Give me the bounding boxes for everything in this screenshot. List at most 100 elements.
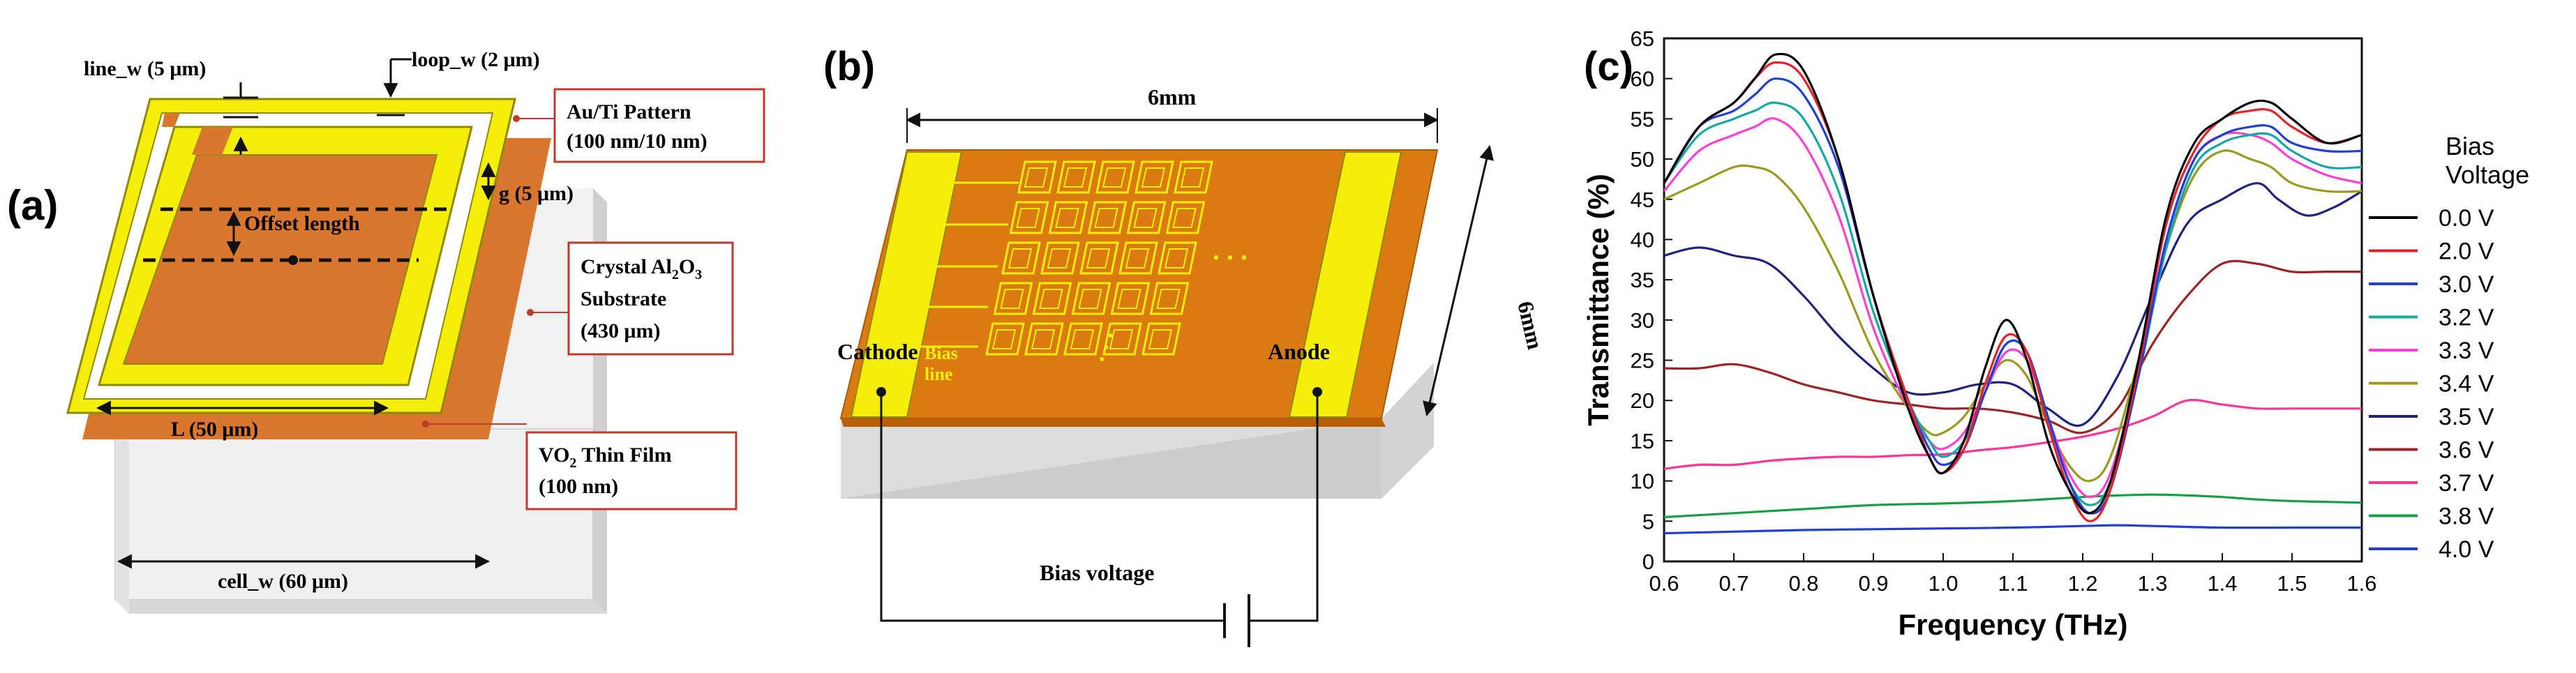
callout-au-line2: (100 nm/10 nm)	[567, 130, 707, 153]
srr-cell	[1024, 322, 1064, 356]
srr-array	[985, 160, 1213, 356]
device-substrate	[841, 363, 1434, 499]
y-tick-label: 5	[1642, 509, 1654, 534]
legend-entry: 3.5 V	[2439, 404, 2494, 430]
legend-entry: 3.4 V	[2439, 371, 2494, 398]
srr-outer-loop	[1009, 201, 1049, 234]
srr-cell	[1079, 241, 1119, 275]
srr-cell	[1048, 201, 1088, 234]
srr-inner-loop	[1117, 289, 1141, 309]
curve-33v	[1663, 117, 2362, 499]
panel-c-label: (c)	[1584, 44, 1633, 89]
srr-inner-loop	[1055, 208, 1079, 228]
x-tick-label: 1.4	[2207, 571, 2237, 596]
x-tick-label: 1.2	[2067, 571, 2097, 596]
srr-cell	[1032, 282, 1072, 315]
anode-electrode	[1288, 151, 1402, 418]
srr-outer-loop	[1063, 322, 1103, 356]
device-figure: (b) . . . . . . Cathode Anode Bias	[823, 44, 1548, 647]
curve-35v	[1663, 182, 2362, 427]
panel-a-unit-cell-schematic: (a) Offset length line_w (5 μm)	[0, 0, 809, 673]
srr-outer-loop	[1102, 322, 1142, 356]
srr-inner-loop	[1024, 167, 1049, 188]
height-dimension-arrow	[1423, 144, 1494, 417]
srr-outer-loop	[1001, 241, 1041, 275]
srr-cell	[1001, 241, 1041, 275]
srr-inner-loop	[1078, 289, 1102, 309]
srr-inner-loop	[1016, 208, 1040, 228]
y-tick-label: 65	[1631, 27, 1654, 51]
legend: Bias Voltage 0.0 V2.0 V3.0 V3.2 V3.3 V3.…	[2369, 132, 2529, 563]
srr-outer-loop	[1095, 160, 1135, 194]
srr-inner-loop	[1148, 329, 1173, 349]
legend-entry: 3.0 V	[2439, 271, 2494, 298]
y-tick-label: 0	[1642, 550, 1654, 574]
srr-outer-loop	[1024, 322, 1064, 356]
y-tick-label: 60	[1631, 67, 1654, 91]
offset-length-label: Offset length	[244, 212, 360, 235]
srr-inner-loop	[1156, 289, 1181, 309]
y-tick-label: 45	[1631, 188, 1654, 212]
horizontal-ellipsis: . . .	[1213, 234, 1248, 266]
y-axis-title: Transmittance (%)	[1582, 174, 1615, 426]
srr-inner-loop	[1094, 208, 1118, 228]
x-tick-label: 0.7	[1718, 571, 1748, 596]
width-label: 6mm	[1148, 84, 1197, 109]
x-tick-label: 1.1	[1998, 571, 2028, 596]
srr-cell	[1135, 160, 1174, 194]
cathode-electrode	[850, 151, 963, 418]
srr-outer-loop	[1118, 241, 1158, 275]
curve-30v	[1663, 77, 2362, 515]
panel-b-label: (b)	[823, 44, 875, 89]
curve-00v	[1663, 52, 2362, 515]
srr-outer-loop	[1149, 282, 1190, 315]
srr-cell	[1063, 322, 1103, 356]
x-tick-label: 1.5	[2277, 571, 2307, 596]
bias-voltage-label: Bias voltage	[1040, 560, 1154, 585]
srr-cell	[1118, 241, 1158, 275]
y-tick-label: 50	[1631, 147, 1654, 172]
height-label: 6mm	[1513, 298, 1548, 351]
x-axis-title: Frequency (THz)	[1898, 608, 2127, 641]
srr-outer-loop	[985, 322, 1025, 356]
srr-outer-loop	[1110, 282, 1151, 315]
legend-entry: 3.6 V	[2439, 437, 2494, 464]
srr-cell	[1087, 201, 1128, 234]
y-tick-label: 25	[1631, 349, 1654, 373]
cathode-label: Cathode	[837, 339, 918, 364]
y-tick-label: 55	[1631, 107, 1654, 131]
srr-inner-loop	[1039, 289, 1063, 309]
srr-inner-loop	[1109, 329, 1134, 349]
callout-substrate-box	[567, 241, 734, 356]
srr-outer-loop	[1017, 160, 1057, 194]
callout-substrate-line2: Substrate	[581, 287, 666, 310]
srr-outer-loop	[1079, 241, 1119, 275]
callout-substrate-line3: (430 μm)	[581, 319, 660, 342]
srr-inner-loop	[1133, 208, 1158, 228]
srr-outer-loop	[1158, 241, 1197, 275]
callout-substrate-dot	[527, 309, 534, 316]
srr-outer-loop	[1056, 160, 1096, 194]
panel-a-label: (a)	[7, 182, 58, 229]
y-tick-label: 30	[1631, 308, 1654, 333]
srr-cell	[985, 322, 1025, 356]
srr-cell	[1158, 241, 1197, 275]
plate-edge	[841, 418, 1386, 427]
unit-cell-figure: (a) Offset length line_w (5 μm)	[7, 48, 765, 614]
legend-entry: 2.0 V	[2439, 239, 2494, 265]
srr-cell	[1110, 282, 1151, 315]
callout-vo2-dot	[422, 421, 429, 428]
anode-label: Anode	[1268, 339, 1330, 364]
srr-outer-loop	[1032, 282, 1072, 315]
srr-cell	[1126, 201, 1167, 234]
curves	[1663, 52, 2362, 535]
y-tick-label: 20	[1631, 388, 1654, 413]
curve-32v	[1663, 101, 2362, 506]
srr-cell	[1095, 160, 1135, 194]
x-tick-label: 0.6	[1649, 571, 1679, 596]
callout-vo2-line1: VO2 Thin Film	[539, 444, 672, 471]
x-tick-label: 1.0	[1928, 571, 1958, 596]
callout-vo2-line2: (100 nm)	[539, 475, 618, 498]
srr-inner-loop	[1172, 208, 1197, 228]
